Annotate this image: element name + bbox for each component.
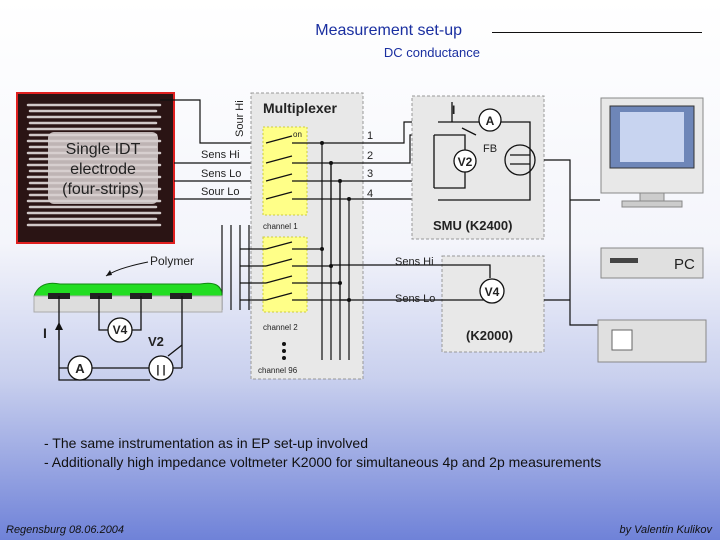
polymer-label: Polymer xyxy=(150,254,194,268)
circuit-ammeter: A xyxy=(75,361,85,376)
polymer-section: Polymer xyxy=(33,254,223,313)
page-title: Measurement set-up xyxy=(315,22,462,39)
note-2: - Additionally high impedance voltmeter … xyxy=(44,454,602,470)
footer-date: Regensburg 08.06.2004 xyxy=(6,524,125,536)
circuit-source-icon: | | xyxy=(156,364,165,376)
electrode-label-line-2: electrode xyxy=(70,161,136,178)
page-subtitle: DC conductance xyxy=(383,45,480,60)
circuit-v4: V4 xyxy=(113,323,128,337)
channel-1-label: channel 1 xyxy=(263,222,298,231)
k2000-label: (K2000) xyxy=(466,328,513,343)
k2000-instrument: V4 Sens Hi Sens Lo (K2000) xyxy=(395,255,545,353)
pc-computer: PC xyxy=(597,97,707,363)
notes: - The same instrumentation as in EP set-… xyxy=(44,434,601,472)
electrode-label-line-3: (four-strips) xyxy=(62,181,144,198)
note-1: - The same instrumentation as in EP set-… xyxy=(44,435,368,451)
output-1: 1 xyxy=(367,130,373,142)
electrode-wires xyxy=(160,99,262,200)
wire-label-sens-hi: Sens Hi xyxy=(201,149,240,161)
channel-2-label: channel 2 xyxy=(263,323,298,332)
current-arrow-icon xyxy=(55,322,63,330)
output-3: 3 xyxy=(367,168,373,180)
smu-voltmeter: V2 xyxy=(458,155,473,169)
smu-label: SMU (K2400) xyxy=(433,218,512,233)
on-label: on xyxy=(293,130,302,139)
pc-bus-lines xyxy=(544,159,600,326)
output-4: 4 xyxy=(367,188,373,200)
smu-ammeter: A xyxy=(486,114,495,128)
measurement-circuit xyxy=(58,296,183,381)
footer-author: by Valentin Kulikov xyxy=(619,524,712,536)
electrode-label-line-1: Single IDT xyxy=(66,141,141,158)
smu-fb: FB xyxy=(483,143,497,155)
output-2: 2 xyxy=(367,150,373,162)
title-underline xyxy=(492,32,702,33)
pc-label: PC xyxy=(674,256,695,273)
idt-electrode: Single IDT electrode (four-strips) xyxy=(16,92,175,244)
smu-current: I xyxy=(452,103,455,117)
k2000-voltmeter: V4 xyxy=(485,285,500,299)
multiplexer-title: Multiplexer xyxy=(263,100,337,116)
smu-instrument: I A FB V2 SMU (K2400) xyxy=(411,95,545,240)
wire-label-sour-hi: Sour Hi xyxy=(234,100,246,137)
multiplexer-box: Multiplexer on channel 1 channel 2 chann… xyxy=(221,92,364,380)
circuit-v2: V2 xyxy=(148,334,164,349)
circuit-current: I xyxy=(43,325,47,341)
wire-label-sour-lo: Sour Lo xyxy=(201,186,240,198)
k2000-sens-lo: Sens Lo xyxy=(395,293,435,305)
channel-96-label: channel 96 xyxy=(258,366,298,375)
wire-label-sens-lo: Sens Lo xyxy=(201,168,241,180)
k2000-sens-hi: Sens Hi xyxy=(395,256,434,268)
